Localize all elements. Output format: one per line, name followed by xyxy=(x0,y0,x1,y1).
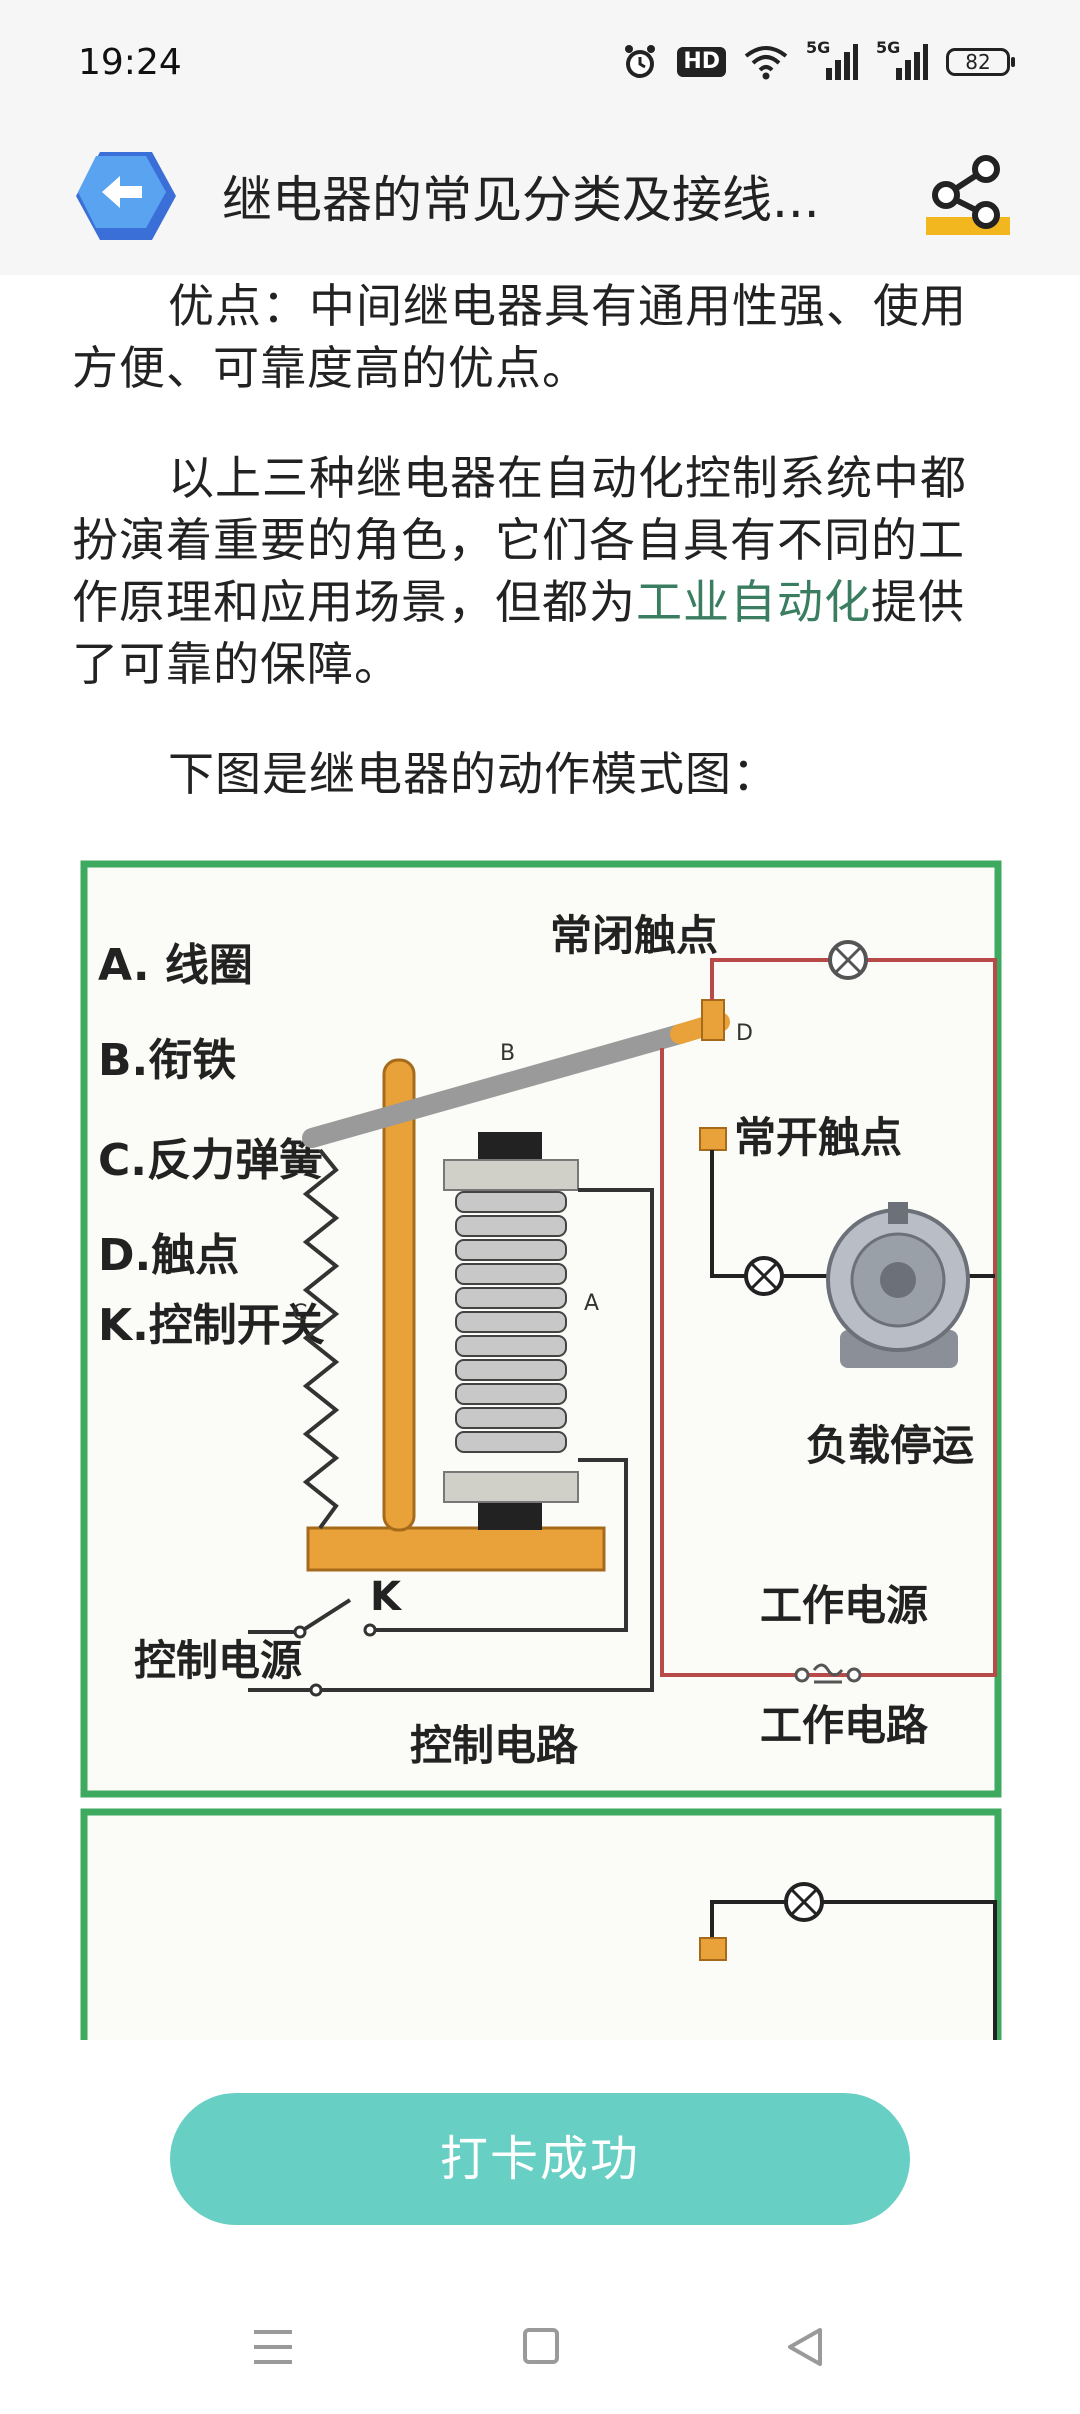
coil-cap-top xyxy=(443,1159,579,1191)
no-contact xyxy=(699,1127,727,1151)
paragraph-advantages: 优点：中间继电器具有通用性强、使用方便、可靠度高的优点。 xyxy=(72,279,967,395)
industrial-automation-link[interactable]: 工业自动化 xyxy=(636,575,871,629)
letter-c: C xyxy=(292,1301,307,1326)
navigation-bar xyxy=(0,2300,1080,2414)
motor-icon xyxy=(826,1202,970,1368)
armature-lever xyxy=(302,1024,690,1148)
bottom-panel-wire xyxy=(710,1900,997,2040)
signal-5g-icon: 5G xyxy=(806,38,858,82)
battery-icon: 82 xyxy=(946,48,1015,76)
letter-d: D xyxy=(736,1021,753,1046)
menu-icon[interactable] xyxy=(252,2327,294,2367)
relay-post xyxy=(382,1058,416,1532)
work-wire-top xyxy=(660,958,997,1677)
legend-coil: A. 线圈 xyxy=(98,940,253,991)
nc-contact xyxy=(701,999,725,1041)
nc-contact-label: 常闭触点 xyxy=(550,911,718,960)
return-spring xyxy=(302,1148,340,1530)
load-stopped-label: 负载停运 xyxy=(806,1421,974,1470)
control-wire-coil-bottom xyxy=(370,1458,628,1632)
signal-5g-label: 5G xyxy=(876,38,901,57)
relay-diagram: A. 线圈 B.衔铁 C.反力弹簧 D.触点 K.控制开关 B C xyxy=(80,860,1002,2040)
work-power-label: 工作电源 xyxy=(760,1581,928,1630)
hd-icon: HD xyxy=(677,47,726,77)
coil-core-bottom xyxy=(478,1500,542,1530)
article-content: 优点：中间继电器具有通用性强、使用方便、可靠度高的优点。 以上三种继电器在自动化… xyxy=(72,275,1002,2040)
paragraph-summary: 以上三种继电器在自动化控制系统中都扮演着重要的角色，它们各自具有不同的工作原理和… xyxy=(72,447,1002,695)
control-circuit-label: 控制电路 xyxy=(410,1721,579,1770)
paragraph-figure-intro: 下图是继电器的动作模式图： xyxy=(168,747,779,801)
status-time: 19:24 xyxy=(78,42,182,83)
control-power-label: 控制电源 xyxy=(134,1636,302,1685)
checkin-success-button[interactable]: 打卡成功 xyxy=(170,2093,910,2225)
letter-b: B xyxy=(500,1041,515,1066)
bottom-panel-contact xyxy=(699,1937,727,1961)
legend-armature: B.衔铁 xyxy=(98,1035,236,1086)
legend-spring: C.反力弹簧 xyxy=(98,1135,323,1186)
ac-source-icon xyxy=(794,1663,862,1684)
signal-5g-icon: 5G xyxy=(876,38,928,82)
coil-cap-bottom xyxy=(443,1471,579,1503)
summary-text-end: 提供了可靠的保障。 xyxy=(72,575,965,691)
home-icon[interactable] xyxy=(523,2328,559,2364)
no-contact-label: 常开触点 xyxy=(734,1113,902,1162)
page-title: 继电器的常见分类及接线... xyxy=(222,171,820,229)
title-bar xyxy=(0,130,1080,275)
legend-switch: K.控制开关 xyxy=(98,1300,325,1351)
status-icons: HD 5G 5G 82 xyxy=(621,38,1015,84)
back-icon[interactable] xyxy=(784,2326,824,2368)
coil-core-top xyxy=(478,1132,542,1162)
summary-text-start: 以上三种继电器在自动化控制系统中都扮演着重要的角色，它们各自具有不同的工作原理和… xyxy=(72,451,967,629)
coil-winding xyxy=(455,1191,567,1453)
back-arrow-icon[interactable] xyxy=(74,148,178,244)
control-switch-k xyxy=(298,1598,352,1634)
wifi-icon xyxy=(744,46,788,80)
relay-base xyxy=(306,1526,606,1572)
status-bar: 19:24 HD 5G 5G 82 xyxy=(0,0,1080,130)
alarm-icon xyxy=(625,45,656,78)
work-circuit-label: 工作电路 xyxy=(760,1701,929,1750)
signal-5g-label: 5G xyxy=(806,38,831,57)
share-icon[interactable] xyxy=(924,155,1012,237)
letter-a: A xyxy=(584,1291,599,1316)
legend-contact: D.触点 xyxy=(98,1230,239,1281)
letter-k: K xyxy=(370,1574,403,1620)
control-wire-coil-top xyxy=(322,1188,654,1692)
